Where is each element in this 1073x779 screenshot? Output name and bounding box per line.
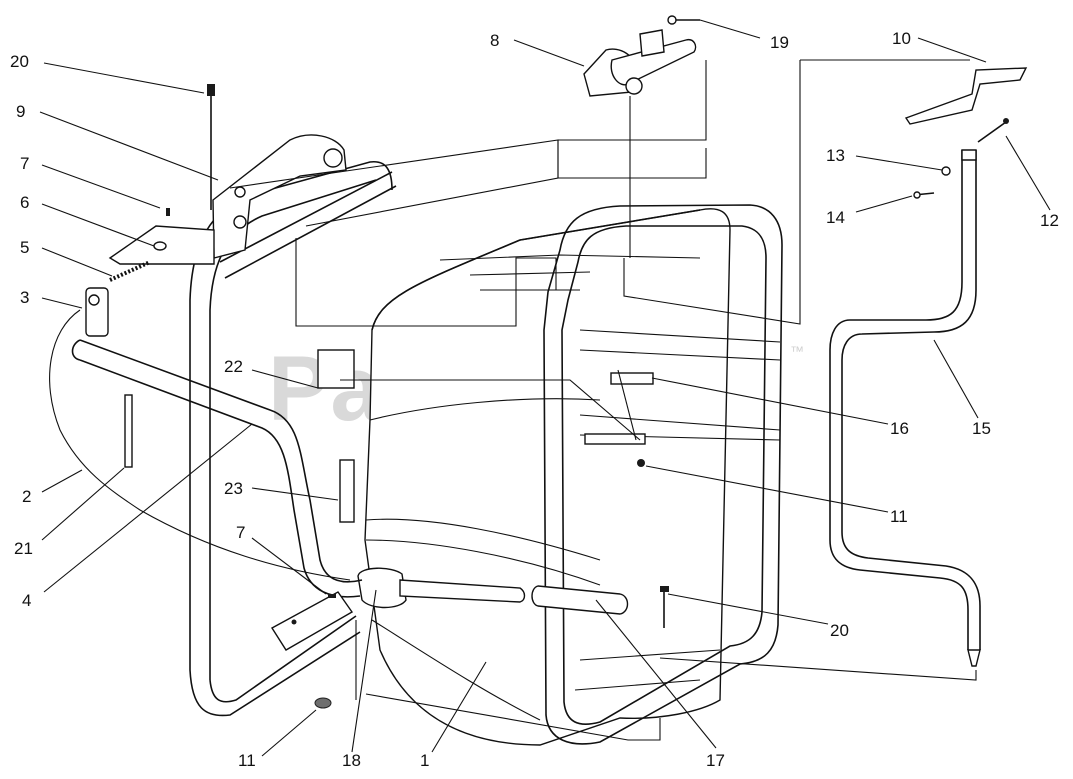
callout-8: 8 [490,31,499,50]
callout-23: 23 [224,479,243,498]
callout-4: 4 [22,591,31,610]
callout-2: 2 [22,487,31,506]
top-bracket [583,15,700,258]
callout-21: 21 [14,539,33,558]
nut-11-lower [314,697,332,709]
decal-22 [317,349,355,389]
callout-leaders [39,19,1051,757]
callout-15: 15 [972,419,991,438]
callout-11: 11 [890,507,908,526]
callout-13: 13 [826,146,845,165]
frame-assembly [49,84,397,717]
callout-labels: 20 9 7 6 5 3 2 21 4 22 23 7 11 18 1 17 2… [10,29,1059,770]
watermark-trademark: ™ [790,343,804,359]
callout-12: 12 [1040,211,1059,230]
assembly-lines [229,59,977,741]
grass-bag [124,204,783,746]
callout-10: 10 [892,29,911,48]
callout-17: 17 [706,751,725,770]
callout-22: 22 [224,357,243,376]
callout-11-lower: 11 [238,751,256,770]
decal-16b [584,433,646,445]
decal-23 [339,459,355,523]
callout-18: 18 [342,751,361,770]
callout-20-lower: 20 [830,621,849,640]
nut-11 [637,459,645,467]
callout-6: 6 [20,193,29,212]
callout-1: 1 [420,751,429,770]
callout-19: 19 [770,33,789,52]
callout-16: 16 [890,419,909,438]
callout-3: 3 [20,288,29,307]
callout-14: 14 [826,208,845,227]
decal-21 [124,394,133,468]
callout-9: 9 [16,102,25,121]
callout-5: 5 [20,238,29,257]
callout-7: 7 [20,154,29,173]
callout-7-lower: 7 [236,523,245,542]
decal-16 [610,372,654,385]
right-tube [660,67,1028,667]
callout-20: 20 [10,52,29,71]
